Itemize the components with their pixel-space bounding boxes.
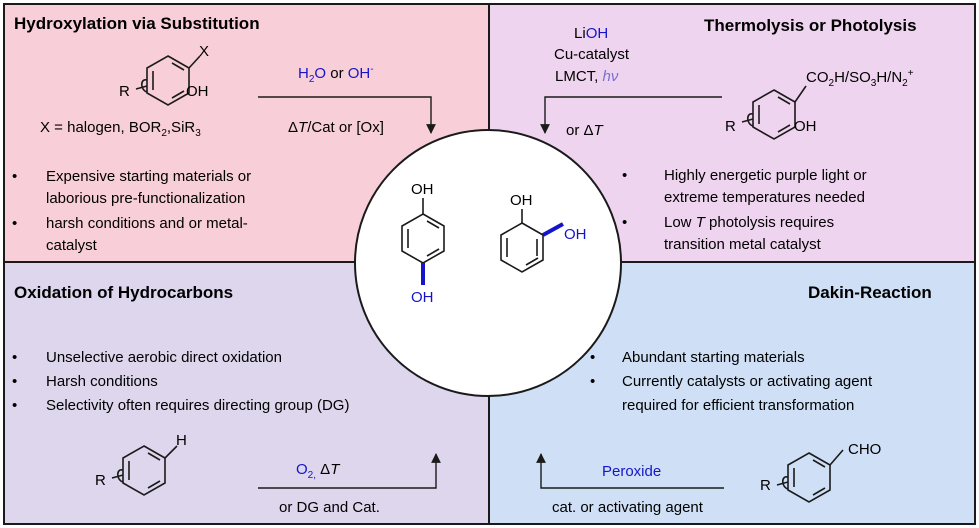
- tr-hydroxyl: OH: [794, 118, 817, 135]
- tl-bullet-2b: catalyst: [46, 237, 98, 254]
- center-product-circle: [354, 129, 622, 397]
- tr-bullet-2b: transition metal catalyst: [664, 236, 822, 253]
- br-bullet-2: Currently catalysts or activating agent: [622, 373, 873, 390]
- bl-hydrogen: H: [176, 432, 187, 449]
- br-aldehyde: CHO: [848, 441, 881, 458]
- svg-text:•: •: [12, 349, 17, 366]
- br-reagent: Peroxide: [602, 463, 661, 480]
- br-bullet-1: Abundant starting materials: [622, 349, 805, 366]
- svg-text:•: •: [12, 373, 17, 390]
- substituent-x-label: X: [199, 43, 209, 60]
- tr-reaction-arrow: [540, 96, 722, 134]
- br-r-group: R: [760, 477, 771, 494]
- tl-reaction-arrow: [258, 96, 436, 134]
- hydroxyl-label: OH: [186, 83, 209, 100]
- x-definition: X = halogen, BOR2,SiR3: [40, 119, 201, 139]
- br-reaction-arrow: [536, 453, 724, 489]
- tr-substituents: CO2H/SO3H/N2+: [806, 68, 914, 89]
- hydroquinone-molecule: [401, 198, 445, 285]
- bottom-left-title: Oxidation of Hydrocarbons: [14, 283, 233, 302]
- top-right-title: Thermolysis or Photolysis: [704, 16, 917, 35]
- bl-condition: or DG and Cat.: [279, 499, 380, 516]
- aryl-halide-molecule: [135, 55, 201, 106]
- bl-bullet-1: Unselective aerobic direct oxidation: [46, 349, 282, 366]
- cat-oh-top: OH: [510, 192, 533, 209]
- bottom-right-title: Dakin-Reaction: [808, 283, 932, 302]
- hq-oh-top: OH: [411, 181, 434, 198]
- br-bullet-2b: required for efficient transformation: [622, 397, 854, 414]
- br-bullet-list: • Abundant starting materials • Currentl…: [590, 349, 873, 414]
- svg-text:•: •: [622, 214, 627, 231]
- tr-condition: or ΔT: [566, 122, 605, 139]
- bl-bullet-list: • Unselective aerobic direct oxidation •…: [12, 349, 349, 414]
- arene-molecule: [111, 445, 178, 496]
- catechol-molecule: [500, 209, 564, 273]
- br-condition: cat. or activating agent: [552, 499, 704, 516]
- svg-text:•: •: [590, 373, 595, 390]
- tr-bullet-1: Highly energetic purple light or: [664, 167, 867, 184]
- tl-bullet-1b: laborious pre-functionalization: [46, 190, 245, 207]
- cat-oh-side: OH: [564, 226, 587, 243]
- svg-text:•: •: [12, 215, 17, 232]
- bl-bullet-2: Harsh conditions: [46, 373, 158, 390]
- svg-text:•: •: [590, 349, 595, 366]
- tr-reagent-cu: Cu-catalyst: [554, 46, 630, 63]
- tl-condition: ΔT/Cat or [Ox]: [288, 119, 384, 136]
- r-group-label: R: [119, 83, 130, 100]
- hq-oh-bottom: OH: [411, 289, 434, 306]
- bl-reaction-arrow: [258, 453, 441, 489]
- tr-bullet-list: • Highly energetic purple light or extre…: [622, 167, 867, 253]
- bl-bullet-3: Selectivity often requires directing gro…: [46, 397, 349, 414]
- tr-bullet-2: Low T photolysis requires: [664, 214, 834, 231]
- top-left-title: Hydroxylation via Substitution: [14, 14, 260, 33]
- tr-r-group: R: [725, 118, 736, 135]
- svg-text:•: •: [12, 397, 17, 414]
- bl-reagent: O2, ΔT: [296, 461, 341, 481]
- benzaldehyde-molecule: [776, 449, 844, 503]
- tr-reagent-lmct: LMCT, hν: [555, 68, 619, 85]
- bl-r-group: R: [95, 472, 106, 489]
- tr-reagent-lioh: LiOH: [574, 25, 608, 42]
- tl-bullet-list: • Expensive starting materials or labori…: [12, 168, 251, 254]
- tl-bullet-2: harsh conditions and or metal-: [46, 215, 248, 232]
- svg-text:•: •: [12, 168, 17, 185]
- tl-bullet-1: Expensive starting materials or: [46, 168, 251, 185]
- tr-bullet-1b: extreme temperatures needed: [664, 189, 865, 206]
- aryl-acid-molecule: [741, 85, 807, 140]
- svg-text:•: •: [622, 167, 627, 184]
- tl-reagent: H2O or OH-: [298, 64, 374, 85]
